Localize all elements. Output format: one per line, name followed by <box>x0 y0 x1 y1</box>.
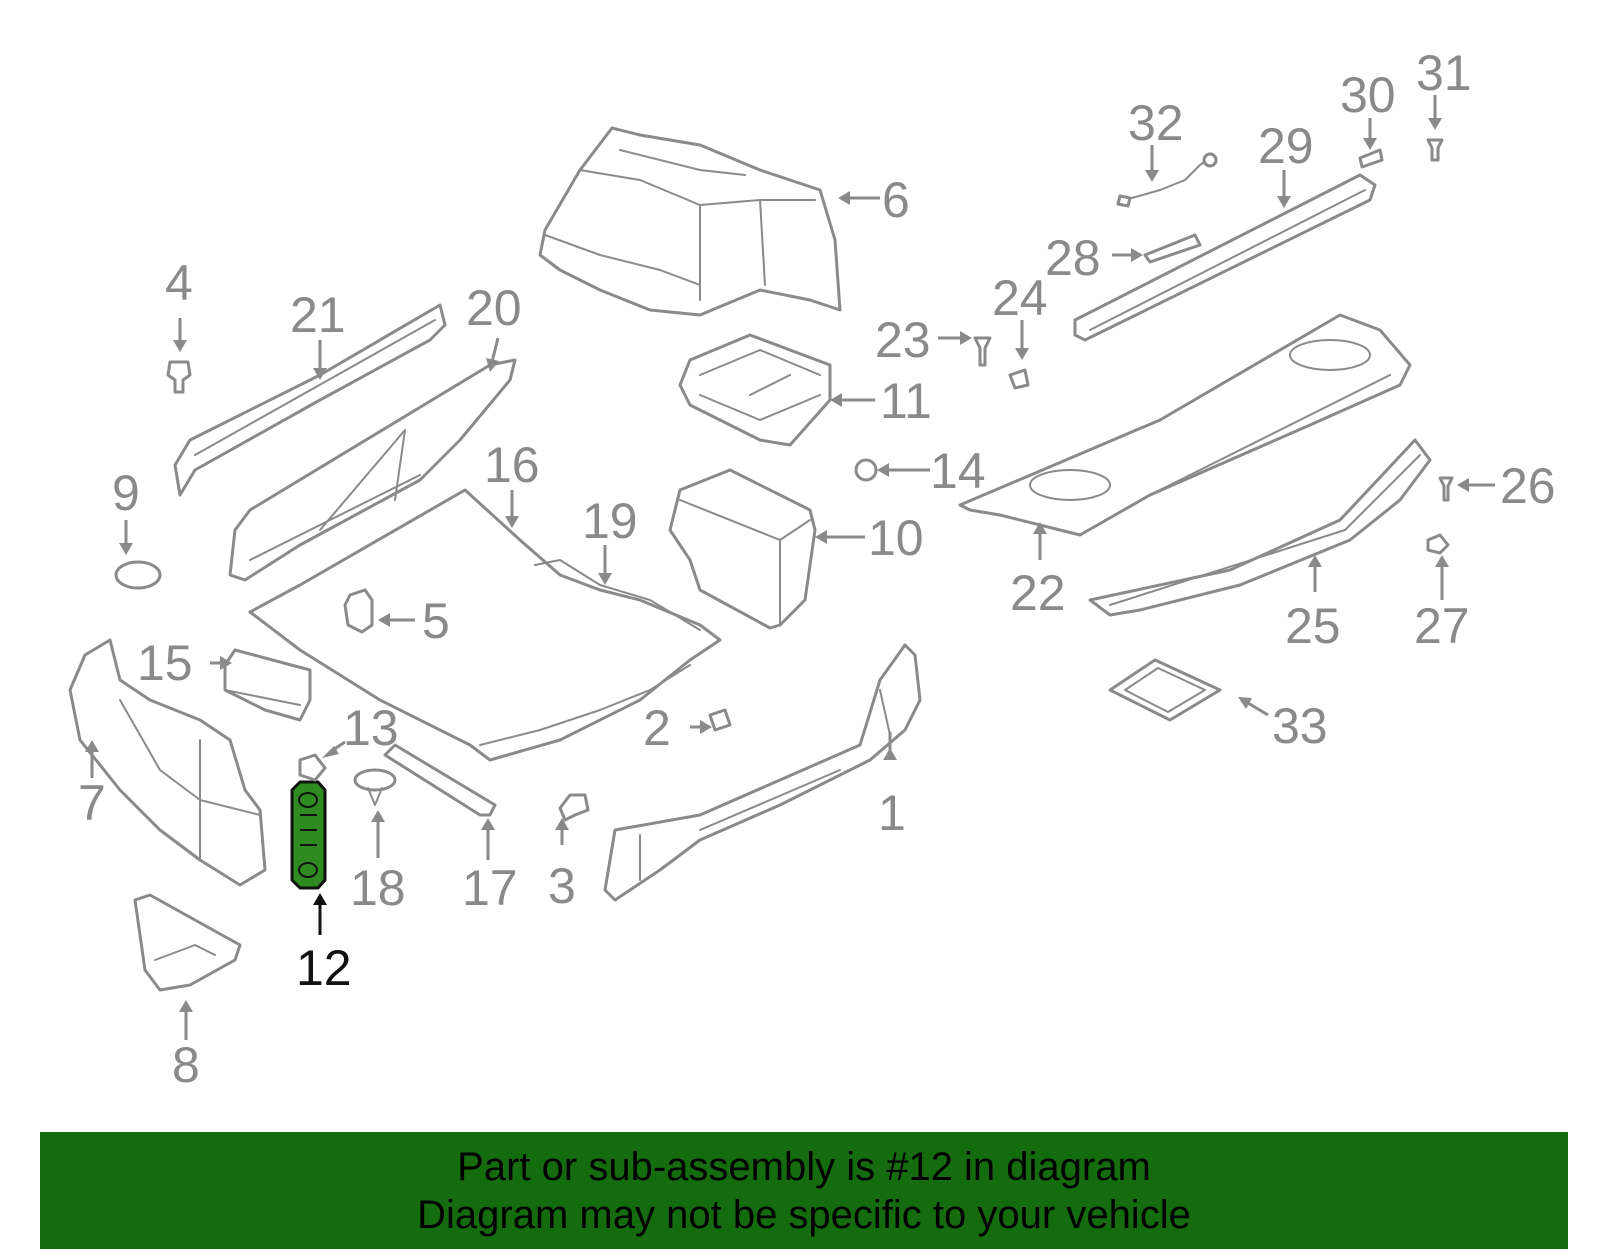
part-17-sill-strip[interactable] <box>383 743 497 817</box>
callout-18: 18 <box>350 860 406 916</box>
part-20-side-panel[interactable] <box>228 358 517 582</box>
callout-33: 33 <box>1272 698 1328 754</box>
callout-3: 3 <box>548 858 576 914</box>
part-7-side-trim[interactable] <box>68 638 267 887</box>
part-6-trim-panel[interactable] <box>538 126 842 317</box>
callout-5: 5 <box>422 593 450 649</box>
part-14-ring[interactable] <box>854 458 878 482</box>
part-5-clip[interactable] <box>343 588 374 634</box>
banner-line-1: Part or sub-assembly is #12 in diagram <box>457 1144 1151 1189</box>
part-1-rear-panel[interactable] <box>603 643 922 902</box>
leader-arrows <box>85 95 1495 1040</box>
parts-diagram: 1 2 3 4 5 6 7 8 9 10 11 12 13 14 15 16 1… <box>68 45 1556 1093</box>
callout-26: 26 <box>1500 458 1556 514</box>
part-29-long-strip[interactable] <box>1073 173 1377 342</box>
part-16-floor-mat[interactable] <box>248 488 722 762</box>
part-26-screw[interactable] <box>1438 476 1454 502</box>
callout-25: 25 <box>1285 598 1341 654</box>
callout-24: 24 <box>992 270 1048 326</box>
part-13-clip[interactable] <box>298 753 327 782</box>
part-2-clip[interactable] <box>708 708 732 732</box>
part-22-parcel-shelf[interactable] <box>958 313 1412 537</box>
info-banner: Part or sub-assembly is #12 in diagram D… <box>40 1132 1568 1249</box>
part-23-screw[interactable] <box>973 336 992 367</box>
part-10-storage-box[interactable] <box>668 468 817 630</box>
part-27-nut[interactable] <box>1426 533 1450 555</box>
part-32-cable[interactable] <box>1116 152 1218 208</box>
callout-10: 10 <box>868 510 924 566</box>
part-12-highlighted-bracket[interactable] <box>290 780 327 890</box>
callout-8: 8 <box>172 1037 200 1093</box>
callout-27: 27 <box>1414 598 1470 654</box>
callout-23: 23 <box>875 312 931 368</box>
callout-11: 11 <box>880 373 932 429</box>
part-11-storage-tray[interactable] <box>678 333 832 447</box>
part-4-clip[interactable] <box>166 360 192 394</box>
callout-6: 6 <box>882 172 910 228</box>
callout-16: 16 <box>484 437 540 493</box>
callout-20: 20 <box>466 280 522 336</box>
callout-19: 19 <box>582 493 638 549</box>
callout-14: 14 <box>930 443 986 499</box>
part-24-clip[interactable] <box>1008 368 1030 390</box>
callout-31: 31 <box>1416 45 1472 101</box>
callout-12: 12 <box>296 940 352 996</box>
callout-2: 2 <box>643 700 671 756</box>
part-9-cap[interactable] <box>114 560 162 590</box>
part-21-rail[interactable] <box>173 303 447 497</box>
callout-30: 30 <box>1340 67 1396 123</box>
part-30-bracket[interactable] <box>1358 148 1384 169</box>
callout-7: 7 <box>78 775 106 831</box>
part-15-pad[interactable] <box>223 648 312 722</box>
callout-13: 13 <box>343 700 399 756</box>
part-33-mat-pad[interactable] <box>1108 658 1222 722</box>
callout-1: 1 <box>878 785 906 841</box>
part-8-small-tray[interactable] <box>133 893 242 992</box>
part-31-screw[interactable] <box>1426 138 1444 162</box>
callout-4: 4 <box>165 255 193 311</box>
part-25-trim-strip[interactable] <box>1088 438 1432 617</box>
part-19-mat-edge[interactable] <box>479 559 701 746</box>
callout-17: 17 <box>462 860 518 916</box>
banner-line-2: Diagram may not be specific to your vehi… <box>417 1192 1191 1237</box>
callout-29: 29 <box>1258 118 1314 174</box>
part-18-grommet[interactable] <box>353 768 397 806</box>
callout-22: 22 <box>1010 565 1066 621</box>
part-3-bracket[interactable] <box>558 793 590 822</box>
callout-15: 15 <box>137 635 193 691</box>
callout-9: 9 <box>112 465 140 521</box>
callout-21: 21 <box>290 287 346 343</box>
callout-labels: 1 2 3 4 5 6 7 8 9 10 11 12 13 14 15 16 1… <box>78 45 1556 1093</box>
part-28-strip[interactable] <box>1143 233 1202 264</box>
callout-32: 32 <box>1128 95 1184 151</box>
callout-28: 28 <box>1045 230 1101 286</box>
